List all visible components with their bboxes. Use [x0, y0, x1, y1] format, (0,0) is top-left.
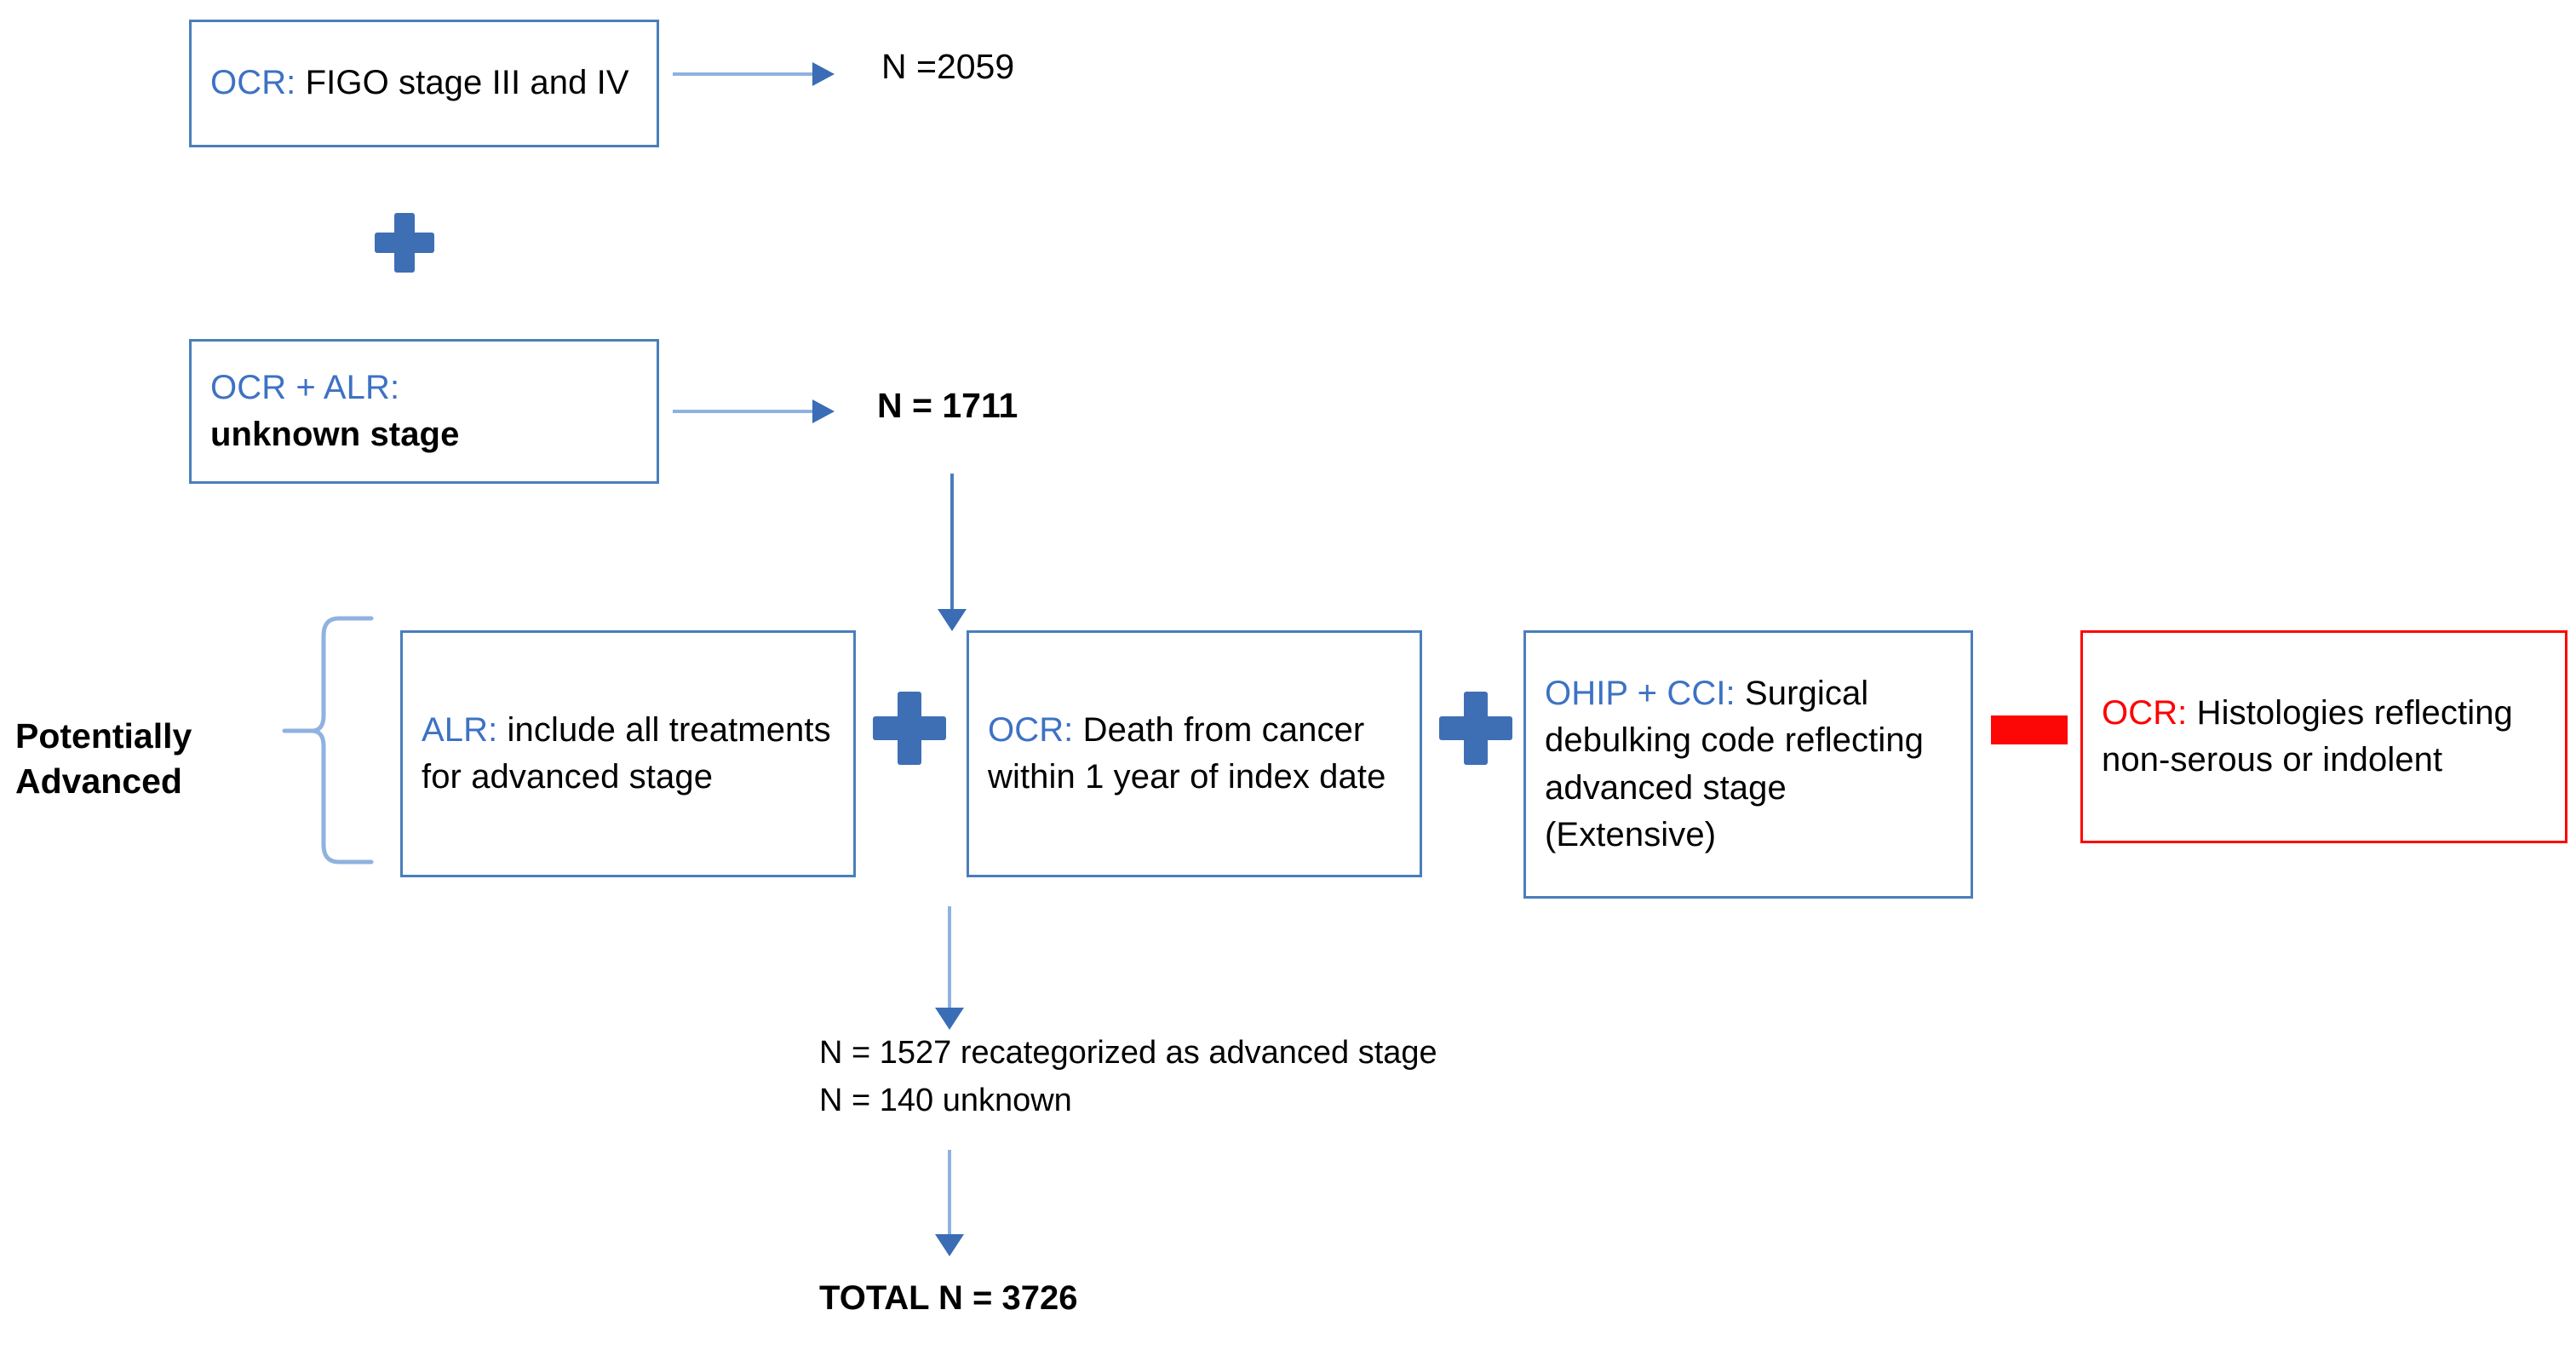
- arrow-head: [812, 399, 835, 423]
- ocr-alr-unknown-box: OCR + ALR: unknown stage: [189, 339, 659, 484]
- arrow-results-to-total: [932, 1150, 967, 1256]
- arrow-shaft: [948, 906, 951, 1010]
- ocr-histologies-body: Histologies reflecting non-serous or ind…: [2102, 693, 2513, 779]
- alr-treatments-box: ALR: include all treatments for advanced…: [400, 630, 856, 877]
- arrow-head: [935, 1234, 964, 1256]
- plus-icon: [375, 213, 434, 273]
- plus-horizontal-bar: [1439, 716, 1512, 740]
- group-label-line-1: Potentially: [15, 716, 192, 756]
- ohip-cci-body: Surgical debulking code reflecting advan…: [1545, 675, 1925, 853]
- group-label-line-2: Advanced: [15, 761, 182, 802]
- arrow-head: [812, 62, 835, 86]
- arrow-to-n2059: [673, 61, 835, 87]
- arrow-to-n1711: [673, 399, 835, 424]
- ocr-alr-unknown-text: OCR + ALR: unknown stage: [192, 365, 478, 458]
- arrow-shaft: [948, 1150, 951, 1237]
- plus-horizontal-bar: [375, 233, 434, 253]
- label-n-1711: N = 1711: [877, 386, 1018, 425]
- group-label-potentially-advanced: Potentially Advanced: [15, 714, 271, 805]
- alr-tag: ALR:: [422, 710, 498, 749]
- arrow-n1711-to-row: [935, 474, 969, 631]
- ohip-cci-tag: OHIP + CCI:: [1545, 675, 1736, 713]
- ohip-cci-text: OHIP + CCI: Surgical debulking code refl…: [1526, 670, 1971, 859]
- ocr-death-body: Death from cancer within 1 year of index…: [988, 710, 1386, 796]
- ocr-histologies-box: OCR: Histologies reflecting non-serous o…: [2080, 630, 2567, 843]
- ocr-alr-body: unknown stage: [210, 416, 460, 453]
- arrow-row-to-results: [932, 906, 967, 1030]
- ocr-alr-tag: OCR + ALR:: [210, 368, 400, 406]
- label-n-recategorized: N = 1527 recategorized as advanced stage: [819, 1035, 1437, 1071]
- arrow-shaft: [673, 72, 816, 76]
- arrow-shaft: [950, 474, 954, 610]
- arrow-head: [935, 1008, 964, 1030]
- ocr-death-tag: OCR:: [988, 710, 1074, 749]
- group-brace: [282, 616, 374, 865]
- arrow-head: [938, 609, 967, 631]
- plus-icon: [873, 692, 946, 765]
- ocr-figo-text: OCR: FIGO stage III and IV: [192, 60, 648, 106]
- ocr-histologies-text: OCR: Histologies reflecting non-serous o…: [2083, 690, 2565, 784]
- plus-icon: [1439, 692, 1512, 765]
- alr-treatments-text: ALR: include all treatments for advanced…: [403, 707, 853, 801]
- label-n-unknown: N = 140 unknown: [819, 1083, 1072, 1118]
- ocr-figo-box: OCR: FIGO stage III and IV: [189, 20, 659, 147]
- alr-body: include all treatments for advanced stag…: [422, 710, 831, 796]
- label-total-n: TOTAL N = 3726: [819, 1279, 1078, 1317]
- ocr-figo-tag: OCR:: [210, 64, 296, 102]
- plus-horizontal-bar: [873, 716, 946, 740]
- minus-icon: [1991, 715, 2068, 744]
- label-n-2059: N =2059: [881, 47, 1015, 86]
- ohip-cci-box: OHIP + CCI: Surgical debulking code refl…: [1523, 630, 1973, 899]
- ocr-death-text: OCR: Death from cancer within 1 year of …: [969, 707, 1420, 801]
- arrow-shaft: [673, 410, 816, 413]
- ocr-death-box: OCR: Death from cancer within 1 year of …: [967, 630, 1422, 877]
- ocr-figo-body: FIGO stage III and IV: [295, 64, 629, 102]
- ocr-histologies-tag: OCR:: [2102, 693, 2188, 732]
